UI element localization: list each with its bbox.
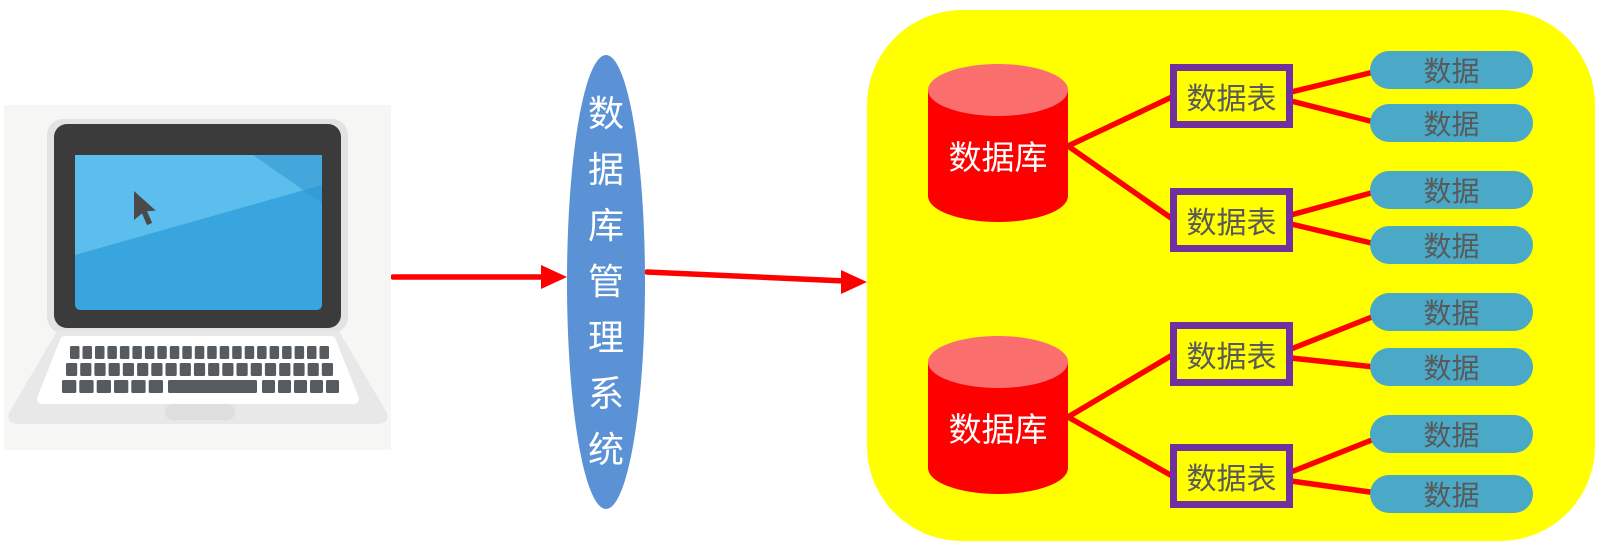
table-label: 数据表 xyxy=(1186,341,1277,374)
screen-reflection xyxy=(253,155,322,203)
table-label: 数据表 xyxy=(1186,83,1277,116)
data-label: 数据 xyxy=(1423,298,1480,329)
arrow-dbms-to-storage xyxy=(644,269,848,284)
data-label: 数据 xyxy=(1423,420,1480,451)
arrowhead-icon xyxy=(841,270,867,294)
data-label: 数据 xyxy=(1423,231,1480,262)
data-pill: 数据 xyxy=(1370,293,1533,331)
database-label: 数据库 xyxy=(948,411,1048,448)
data-pill: 数据 xyxy=(1370,51,1533,89)
database-label: 数据库 xyxy=(948,139,1048,176)
data-pill: 数据 xyxy=(1370,226,1533,264)
cursor-icon xyxy=(134,191,156,226)
database-cylinder xyxy=(928,336,1068,494)
data-pill: 数据 xyxy=(1370,475,1533,513)
data-pill: 数据 xyxy=(1370,104,1533,142)
data-pill: 数据 xyxy=(1370,348,1533,386)
data-pill: 数据 xyxy=(1370,171,1533,209)
laptop-illustration xyxy=(4,105,391,450)
keyboard-keys xyxy=(62,346,339,393)
data-label: 数据 xyxy=(1423,176,1480,207)
dbms-ellipse: 数据库管理系统 xyxy=(567,55,645,509)
table-box: 数据表 xyxy=(1170,444,1293,508)
touchpad xyxy=(165,404,235,420)
arrowhead-icon xyxy=(541,265,567,289)
data-pill: 数据 xyxy=(1370,415,1533,453)
table-box: 数据表 xyxy=(1170,64,1293,128)
data-label: 数据 xyxy=(1423,480,1480,511)
screen-highlight xyxy=(75,155,322,255)
dbms-label: 数据库管理系统 xyxy=(587,93,624,470)
table-label: 数据表 xyxy=(1186,207,1277,240)
database-cylinder xyxy=(928,64,1068,222)
data-label: 数据 xyxy=(1423,353,1480,384)
table-box: 数据表 xyxy=(1170,188,1293,252)
data-label: 数据 xyxy=(1423,109,1480,140)
table-label: 数据表 xyxy=(1186,463,1277,496)
data-label: 数据 xyxy=(1423,56,1480,87)
table-box: 数据表 xyxy=(1170,322,1293,386)
